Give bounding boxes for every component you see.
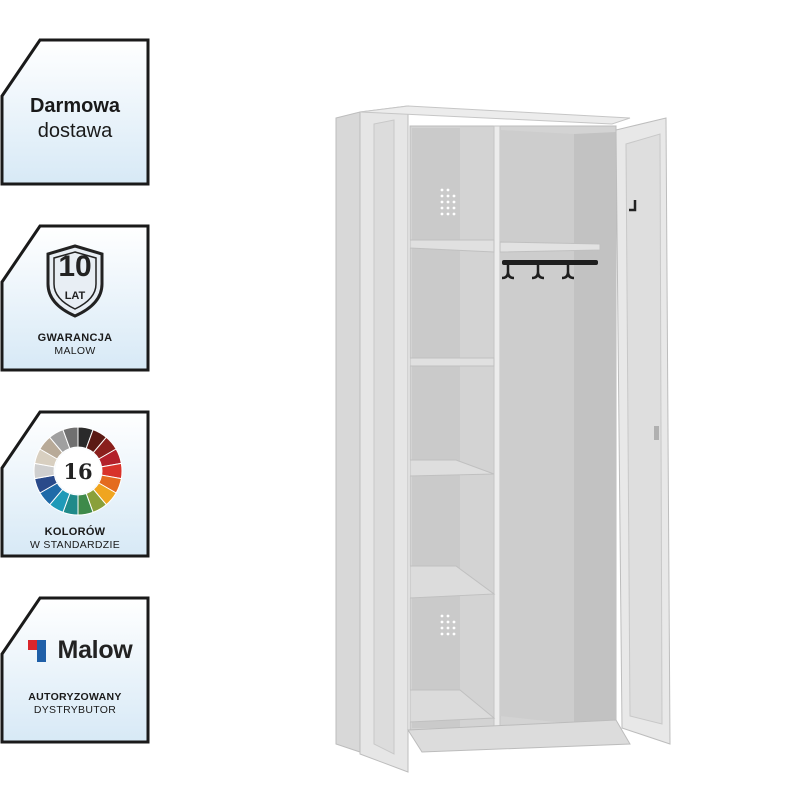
cabinet-side-panel — [335, 111, 361, 753]
brand-logo: Malow — [27, 636, 133, 665]
colors-badge: 16 KOLORÓW W STANDARDZIE — [0, 410, 150, 558]
malow-logo-icon — [27, 639, 46, 662]
authorized-dealer-badge: Malow AUTORYZOWANY DYSTRYBUTOR — [0, 596, 150, 744]
color-count: 16 — [63, 458, 93, 484]
color-swatch — [62, 426, 79, 450]
cabinet-bottom — [407, 719, 631, 753]
warranty-years-unit: LAT — [64, 290, 86, 302]
free-shipping-badge: Darmowa dostawa — [0, 38, 150, 186]
door-lock-icon — [654, 426, 659, 440]
badge-frame — [0, 38, 150, 186]
vent-holes — [440, 188, 456, 636]
badge-colors-line1: KOLORÓW — [44, 526, 106, 538]
color-wheel-icon: 16 — [31, 424, 125, 518]
badge-dealer-line2: DYSTRYBUTOR — [33, 704, 117, 716]
hanger-rail-icon — [501, 260, 598, 280]
brand-name: Malow — [57, 636, 133, 664]
badge-shipping-line2: dostawa — [37, 120, 113, 142]
warranty-years: 10 — [58, 250, 92, 283]
badge-warranty-line1: GWARANCJA — [37, 332, 113, 344]
center-divider — [493, 125, 501, 727]
badge-frame — [0, 596, 150, 744]
door-hook-icon — [629, 200, 637, 212]
cabinet-top — [359, 105, 631, 125]
warranty-badge: 10 LAT GWARANCJA MALOW — [0, 224, 150, 372]
badge-warranty-line2: MALOW — [54, 345, 96, 357]
badge-dealer-line1: AUTORYZOWANY — [28, 691, 122, 703]
cabinet-product-image — [335, 105, 671, 773]
shelves — [409, 239, 601, 723]
badge-shipping-line1: Darmowa — [29, 95, 121, 117]
badge-colors-line2: W STANDARDZIE — [29, 539, 121, 551]
shield-icon: 10 LAT — [44, 244, 106, 318]
